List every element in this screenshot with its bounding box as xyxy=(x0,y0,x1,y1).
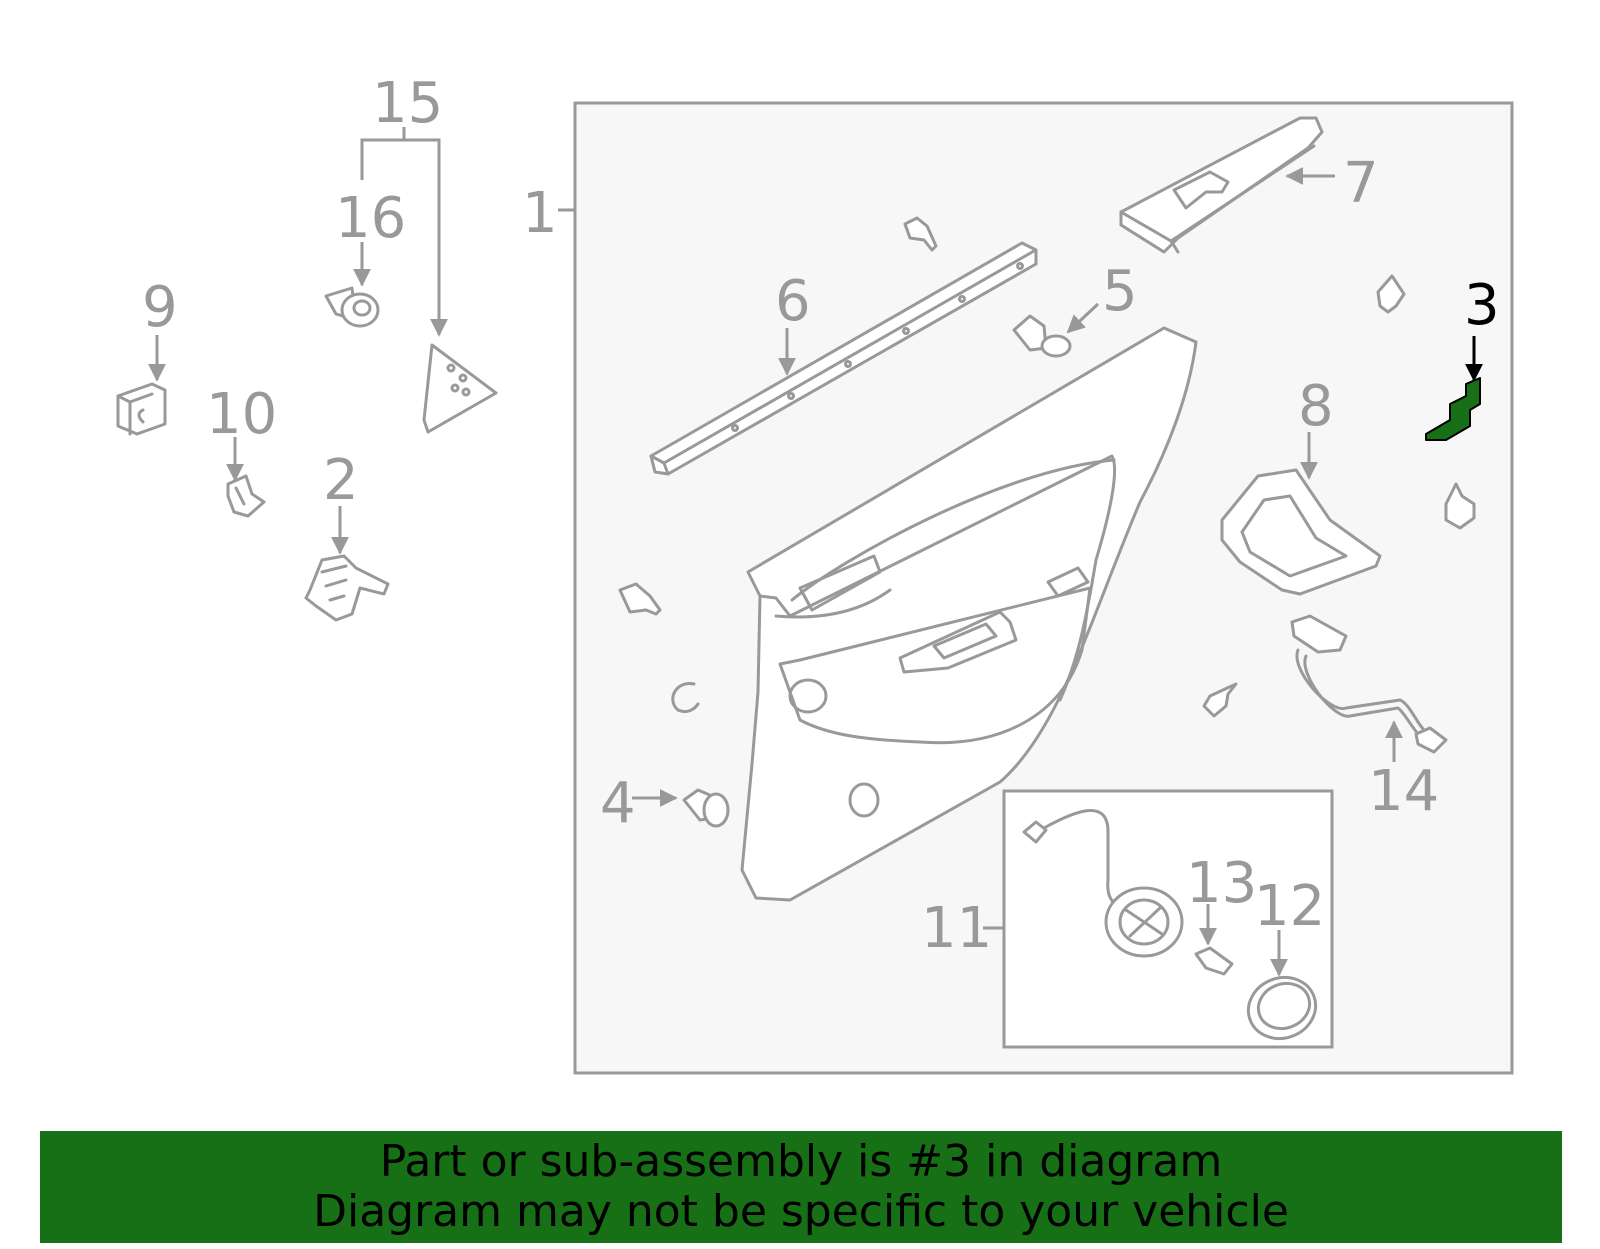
callout-1[interactable]: 1 xyxy=(522,181,558,246)
screw-top xyxy=(903,216,938,252)
callout-12[interactable]: 12 xyxy=(1254,874,1325,939)
part-7-switch-bezel[interactable] xyxy=(1119,116,1324,254)
part-info-banner: Part or sub-assembly is #3 in diagram Di… xyxy=(40,1131,1562,1243)
callout-5[interactable]: 5 xyxy=(1102,259,1138,324)
part-14-wiring[interactable] xyxy=(1290,614,1448,754)
part-8-handle-cup[interactable] xyxy=(1220,468,1382,596)
screw-left xyxy=(618,582,662,616)
callout-10[interactable]: 10 xyxy=(206,382,277,447)
callout-8[interactable]: 8 xyxy=(1298,374,1334,439)
callout-6[interactable]: 6 xyxy=(775,269,811,334)
screw-center-right xyxy=(1202,682,1238,718)
screw-right-top xyxy=(1376,274,1406,314)
part-12-lens[interactable] xyxy=(1240,968,1324,1048)
part-10-clip[interactable] xyxy=(226,474,266,518)
callout-11[interactable]: 11 xyxy=(921,896,992,961)
callout-13[interactable]: 13 xyxy=(1186,851,1257,916)
callout-2[interactable]: 2 xyxy=(323,448,359,513)
leader-lines xyxy=(148,127,1483,977)
part-16-push-pin[interactable] xyxy=(324,286,380,328)
part-9-clip[interactable] xyxy=(116,382,167,436)
part-2-handle[interactable] xyxy=(304,554,390,622)
part-4-push-pin[interactable] xyxy=(682,788,730,828)
part-3-bracket-highlighted[interactable] xyxy=(1425,377,1481,441)
c-clip xyxy=(671,682,700,714)
callout-4[interactable]: 4 xyxy=(600,771,636,836)
callout-3[interactable]: 3 xyxy=(1464,273,1500,338)
part-1-door-trim-panel[interactable] xyxy=(740,326,1198,902)
callout-7[interactable]: 7 xyxy=(1343,151,1379,216)
part-11-lamp-socket[interactable] xyxy=(1022,809,1184,958)
callout-9[interactable]: 9 xyxy=(142,275,178,340)
part-13-bulb[interactable] xyxy=(1194,946,1234,976)
part-5-push-pin[interactable] xyxy=(1012,314,1072,358)
callout-14[interactable]: 14 xyxy=(1368,759,1439,824)
banner-line-1: Part or sub-assembly is #3 in diagram xyxy=(379,1136,1223,1187)
callout-15[interactable]: 15 xyxy=(372,71,443,136)
part-6-belt-molding[interactable] xyxy=(649,241,1038,476)
screw-lower-right xyxy=(1444,482,1476,530)
callout-16[interactable]: 16 xyxy=(335,186,406,251)
banner-line-2: Diagram may not be specific to your vehi… xyxy=(313,1186,1289,1237)
part-15-cover[interactable] xyxy=(422,343,498,434)
